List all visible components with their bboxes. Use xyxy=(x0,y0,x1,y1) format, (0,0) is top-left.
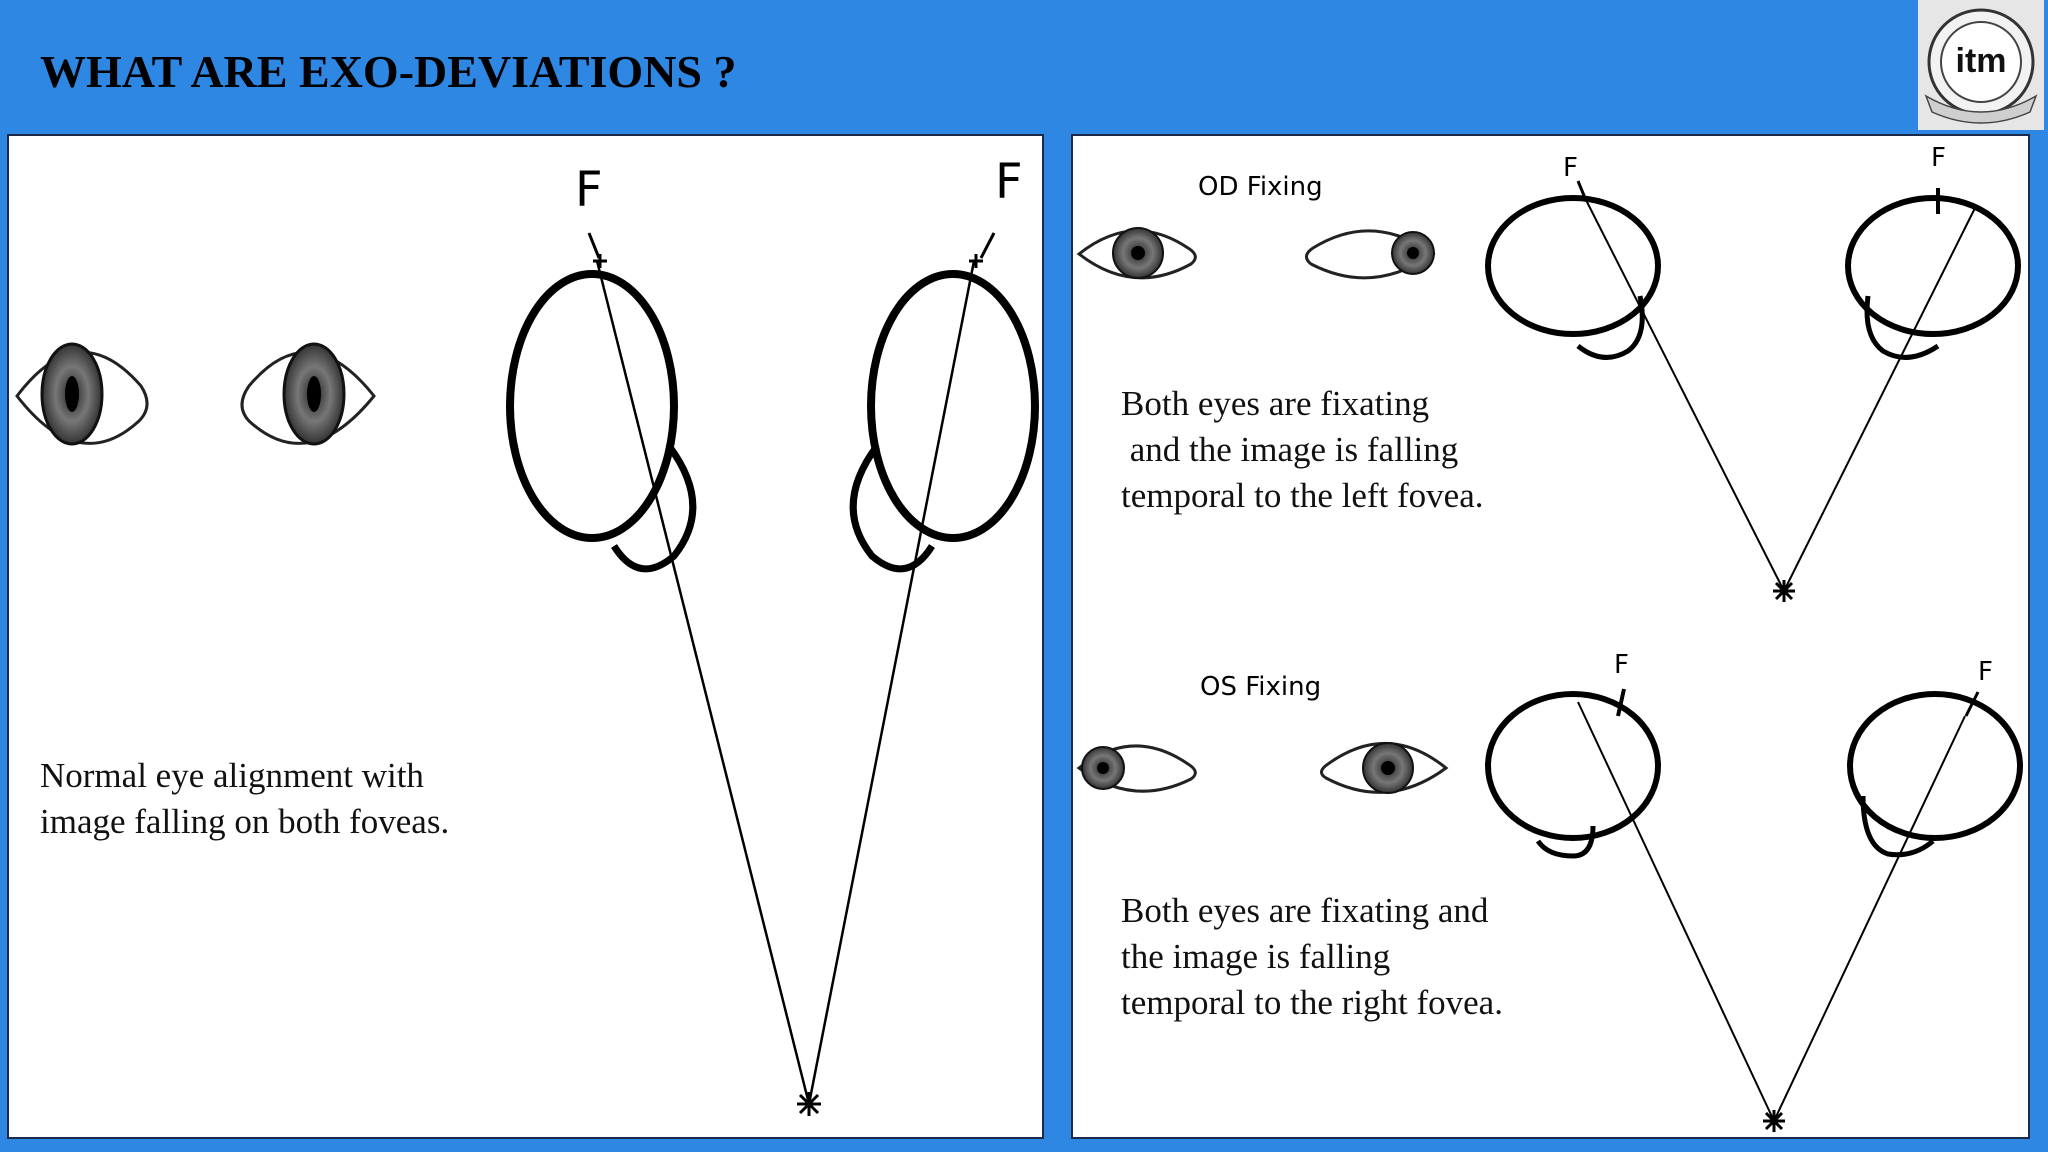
right-eyeball-diagram xyxy=(510,274,693,569)
os-caption-line-1: Both eyes are fixating and xyxy=(1121,888,1488,934)
os-caption-line-3: temporal to the right fovea. xyxy=(1121,980,1503,1026)
od-left-eyeball-diagram xyxy=(1848,198,2018,334)
os-right-eye-front-icon xyxy=(1079,746,1195,791)
exodeviation-panel: OD Fixing F F OS Fixing xyxy=(1071,134,2030,1139)
os-fovea-label-right: F xyxy=(1614,650,1629,680)
os-caption-line-2: the image is falling xyxy=(1121,934,1390,980)
od-right-eyeball-diagram xyxy=(1488,198,1658,334)
normal-caption-line-2: image falling on both foveas. xyxy=(40,799,449,845)
normal-alignment-panel: F F Normal eye alignment with image fall… xyxy=(7,134,1044,1139)
fixation-target-icon xyxy=(797,1092,821,1116)
os-left-eyeball-diagram xyxy=(1850,694,2020,838)
od-caption-line-1: Both eyes are fixating xyxy=(1121,381,1429,427)
od-caption-line-3: temporal to the left fovea. xyxy=(1121,473,1484,519)
os-fovea-label-left: F xyxy=(1978,657,1993,687)
od-right-eye-front-icon xyxy=(1079,228,1195,278)
od-left-eye-front-icon xyxy=(1306,231,1434,278)
od-fovea-label-left: F xyxy=(1931,143,1946,173)
right-visual-axis xyxy=(597,261,809,1104)
right-eye-front-icon xyxy=(17,344,147,444)
fovea-star-icon xyxy=(593,254,983,268)
logo-mark: itm xyxy=(1956,42,2007,80)
left-eye-front-icon xyxy=(242,344,374,444)
os-fixation-target-icon xyxy=(1763,1110,1785,1132)
od-fovea-label-right: F xyxy=(1563,153,1578,183)
left-eyeball-diagram xyxy=(853,274,1035,569)
od-fixation-target-icon xyxy=(1773,580,1795,602)
od-caption-line-2: and the image is falling xyxy=(1121,427,1458,473)
os-fixing-heading: OS Fixing xyxy=(1200,672,1321,702)
os-left-eye-front-icon xyxy=(1321,743,1446,793)
institute-logo: itm xyxy=(1918,0,2044,130)
left-visual-axis xyxy=(809,261,974,1104)
fovea-label-right: F xyxy=(575,162,603,218)
od-fixing-heading: OD Fixing xyxy=(1198,172,1323,202)
slide-title: WHAT ARE EXO-DEVIATIONS ? xyxy=(40,38,800,106)
normal-caption-line-1: Normal eye alignment with xyxy=(40,753,424,799)
fovea-label-left: F xyxy=(995,154,1023,210)
